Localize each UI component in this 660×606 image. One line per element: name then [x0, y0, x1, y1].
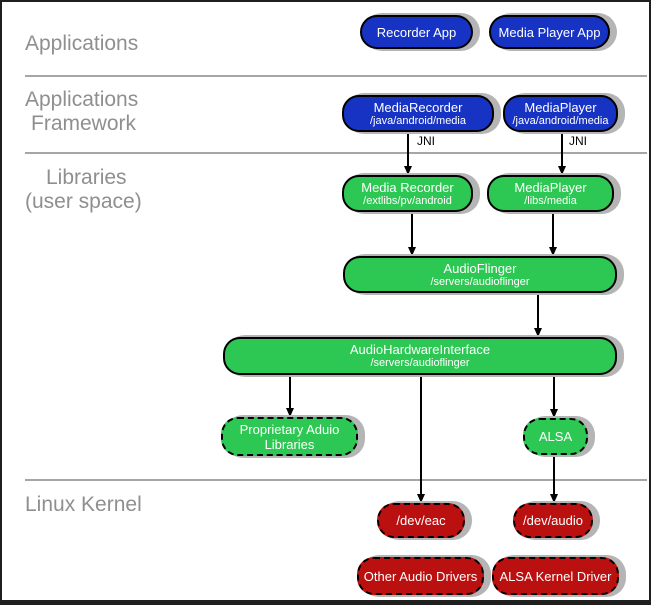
node-media-player-app: Media Player App	[489, 15, 610, 49]
node-audioflinger: AudioFlinger /servers/audioflinger	[343, 256, 617, 293]
layer-label-text: Applications	[25, 32, 139, 55]
node-path: /libs/media	[524, 194, 577, 207]
node-title: AudioFlinger	[443, 260, 517, 276]
node-dev-eac: /dev/eac	[377, 503, 465, 538]
node-title: Recorder App	[376, 24, 457, 40]
node-path: /extlibs/pv/android	[363, 194, 452, 207]
arrow-mediaplayer-jni	[561, 131, 563, 175]
node-path: /java/android/media	[369, 114, 466, 127]
node-path: /servers/audioflinger	[430, 275, 530, 288]
node-mediaplayer-lib: MediaPlayer /libs/media	[487, 175, 614, 212]
node-title: AudioHardwareInterface	[349, 342, 491, 357]
divider-applications-framework	[25, 75, 647, 77]
node-title: Other Audio Drivers	[363, 568, 478, 584]
node-alsa-kernel-driver: ALSA Kernel Driver	[492, 557, 619, 595]
arrow-mediarecorder-jni	[407, 131, 409, 175]
node-title: ALSA	[538, 429, 573, 444]
arrow-ahi-to-alsa	[553, 374, 555, 418]
node-mediaplayer-framework: MediaPlayer /java/android/media	[503, 95, 618, 132]
layer-label-text: (user space)	[25, 190, 142, 213]
node-other-audio-drivers: Other Audio Drivers	[357, 557, 484, 595]
layer-label-applications: Applications	[25, 32, 138, 56]
node-title: Proprietary Aduio Libraries	[239, 421, 340, 452]
divider-framework-libraries	[25, 152, 647, 154]
node-title: MediaRecorder	[373, 99, 463, 115]
node-audiohardwareinterface: AudioHardwareInterface /servers/audiofli…	[223, 337, 617, 375]
divider-libraries-kernel	[25, 479, 647, 481]
node-alsa: ALSA	[523, 418, 588, 455]
arrow-ahi-to-dev-eac	[420, 374, 422, 503]
layer-label-text: Applications	[25, 88, 139, 111]
node-title: ALSA Kernel Driver	[499, 568, 612, 584]
node-title: MediaPlayer	[514, 179, 587, 195]
layer-label-libraries: Libraries (user space)	[25, 166, 142, 214]
arrow-mediaplayer-to-audioflinger	[552, 212, 554, 256]
arrow-audioflinger-to-audiohardwareinterface	[537, 293, 539, 337]
layer-label-linux-kernel: Linux Kernel	[25, 493, 142, 517]
node-path: /java/android/media	[512, 114, 609, 127]
node-title: /dev/audio	[523, 513, 583, 528]
layer-label-text: Framework	[31, 112, 137, 135]
layer-label-text: Linux Kernel	[25, 493, 142, 516]
jni-label-right: JNI	[569, 134, 587, 148]
node-title: MediaPlayer	[524, 99, 597, 115]
node-path: /servers/audioflinger	[370, 357, 470, 369]
node-title: /dev/eac	[396, 513, 446, 528]
arrow-alsa-to-dev-audio	[553, 455, 555, 503]
node-media-recorder-lib: Media Recorder /extlibs/pv/android	[342, 175, 473, 212]
layer-label-text: Libraries	[46, 166, 127, 189]
node-dev-audio: /dev/audio	[513, 503, 593, 538]
jni-label-left: JNI	[417, 134, 435, 148]
layer-label-applications-framework: Applications Framework	[25, 88, 138, 136]
arrow-mediarecorder-to-audioflinger	[411, 212, 413, 256]
arrow-ahi-to-proprietary-libs	[289, 374, 291, 417]
node-title: Media Recorder	[361, 179, 454, 195]
node-recorder-app: Recorder App	[360, 15, 473, 49]
node-proprietary-audio-libraries: Proprietary Aduio Libraries	[221, 417, 358, 456]
node-title: Media Player App	[498, 24, 601, 40]
node-mediarecorder-framework: MediaRecorder /java/android/media	[342, 95, 494, 132]
